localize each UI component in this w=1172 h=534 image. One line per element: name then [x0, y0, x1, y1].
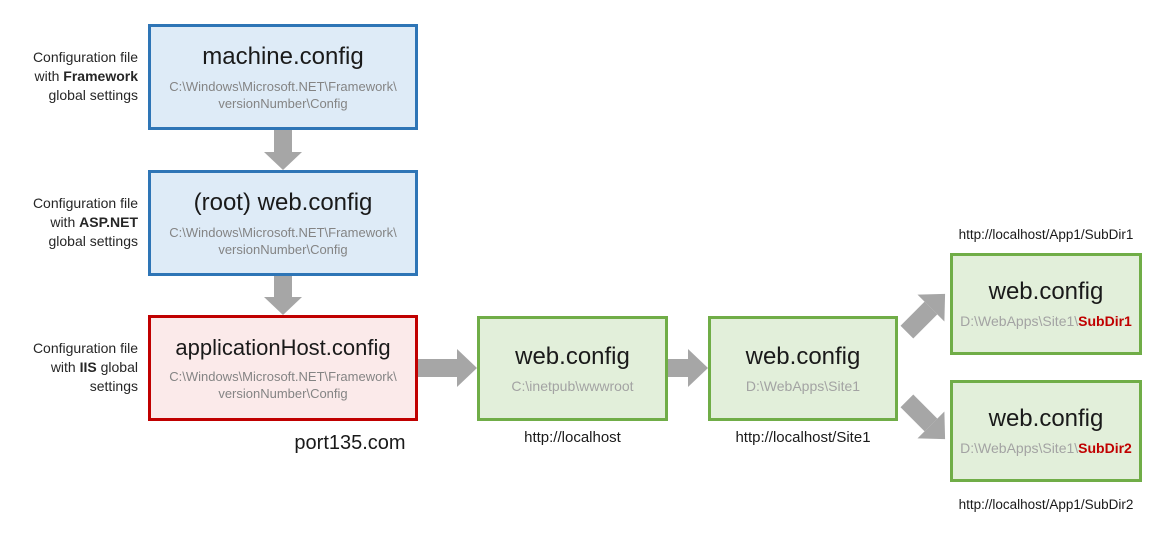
- caption-localhost: http://localhost: [524, 429, 621, 446]
- arrow-down-rootweb-to-apphost-icon: [264, 276, 302, 315]
- box-path: D:\WebApps\Site1\SubDir1: [960, 313, 1132, 329]
- side-label-line: with ASP.NET: [50, 214, 138, 230]
- box-root-web-config: (root) web.config C:\Windows\Microsoft.N…: [148, 170, 418, 276]
- box-machine-config: machine.config C:\Windows\Microsoft.NET\…: [148, 24, 418, 130]
- box-title: web.config: [988, 405, 1104, 432]
- box-web-config-site1: web.config D:\WebApps\Site1: [708, 316, 898, 421]
- side-label-line: Configuration file: [32, 195, 138, 211]
- arrow-down-machine-to-rootweb-icon: [264, 130, 302, 170]
- side-label-iis: Configuration file with IIS global setti…: [0, 339, 138, 396]
- side-label-aspnet: Configuration file with ASP.NET global s…: [0, 194, 138, 251]
- caption-localhost-app1-subdir2: http://localhost/App1/SubDir2: [958, 497, 1134, 512]
- box-web-config-subdir1: web.config D:\WebApps\Site1\SubDir1: [950, 253, 1142, 355]
- box-title: applicationHost.config: [175, 334, 391, 360]
- box-title: machine.config: [202, 42, 364, 70]
- box-web-config-subdir2: web.config D:\WebApps\Site1\SubDir2: [950, 380, 1142, 482]
- box-title: (root) web.config: [193, 188, 373, 216]
- caption-localhost-site1: http://localhost/Site1: [735, 429, 871, 446]
- box-title: web.config: [745, 342, 861, 370]
- side-label-line: Configuration file: [32, 340, 138, 356]
- arrow-right-apphost-to-wwwroot-icon: [418, 349, 477, 387]
- box-title: web.config: [988, 278, 1104, 305]
- box-application-host-config: applicationHost.config C:\Windows\Micros…: [148, 315, 418, 421]
- side-label-line: with Framework: [34, 68, 139, 84]
- side-label-framework: Configuration file with Framework global…: [0, 48, 138, 105]
- box-path: D:\WebApps\Site1\SubDir2: [960, 440, 1132, 456]
- box-path: C:\Windows\Microsoft.NET\Framework\versi…: [169, 368, 397, 401]
- caption-localhost-app1-subdir1: http://localhost/App1/SubDir1: [958, 227, 1134, 242]
- side-label-line: global settings: [48, 233, 138, 249]
- watermark-port135: port135.com: [294, 432, 406, 454]
- side-label-line: global settings: [48, 87, 138, 103]
- side-label-line: Configuration file: [32, 49, 138, 65]
- box-path: C:\Windows\Microsoft.NET\Framework\versi…: [169, 224, 397, 257]
- box-path: C:\Windows\Microsoft.NET\Framework\versi…: [169, 78, 397, 111]
- arrow-right-wwwroot-to-site1-icon: [668, 349, 708, 387]
- box-web-config-wwwroot: web.config C:\inetpub\wwwroot: [477, 316, 668, 421]
- box-title: web.config: [515, 342, 630, 370]
- box-path: D:\WebApps\Site1: [745, 377, 861, 394]
- arrow-diagonal-site1-to-subdir1-icon: [893, 280, 959, 345]
- box-path: C:\inetpub\wwwroot: [511, 377, 634, 394]
- side-label-line: settings: [89, 378, 138, 394]
- side-label-line: with IIS global: [50, 359, 138, 375]
- arrow-diagonal-site1-to-subdir2-icon: [893, 387, 959, 453]
